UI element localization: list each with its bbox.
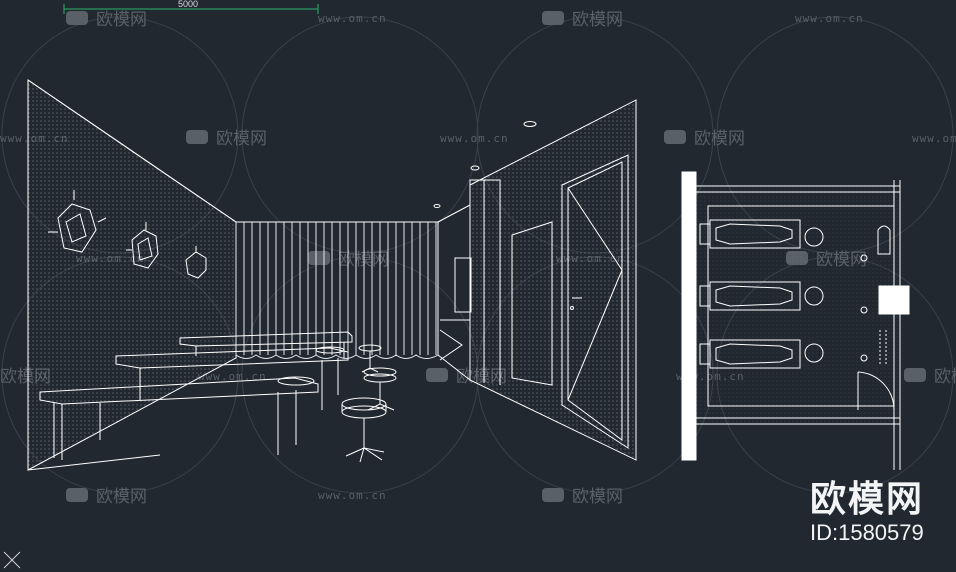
watermark-logo-1: 欧模网 <box>66 10 147 30</box>
door <box>561 154 629 449</box>
watermark-logo-2: 欧模网 <box>542 10 623 30</box>
watermark-brand: 欧模网 <box>216 129 267 149</box>
watermark-brand: 欧模网 <box>934 367 956 387</box>
plan-bed-1 <box>699 219 824 249</box>
wall-sconce-3 <box>185 246 207 279</box>
watermark-brand: 欧模网 <box>694 129 745 149</box>
plan-door-swing <box>857 371 895 411</box>
watermark-logo-10: 欧模网 <box>542 487 623 507</box>
right-wall-texture <box>469 99 637 461</box>
watermark-url: www.om.cn <box>912 132 956 145</box>
dimension-line: 5000 <box>63 0 319 14</box>
floor-plan <box>681 171 910 470</box>
watermark-brand: 欧模网 <box>572 10 623 30</box>
massage-bed-middle <box>115 346 349 410</box>
watermark-url: www.om.cn <box>795 12 864 25</box>
watermark-brand: 欧模网 <box>572 487 623 507</box>
watermark-url: www.om.cn <box>440 132 509 145</box>
massage-bed-front <box>39 376 319 460</box>
brand-name: 欧模网 <box>809 479 924 520</box>
watermark-logo-3: 欧模网 <box>186 129 267 149</box>
plan-bed-2 <box>699 281 824 311</box>
watermark-url: www.om.cn <box>318 12 387 25</box>
stool-back <box>358 344 382 373</box>
dimension-label: 5000 <box>178 0 198 9</box>
wall-sconce-1 <box>48 190 107 253</box>
brand-badge: 欧模网 ID:1580579 <box>810 480 924 546</box>
plan-column <box>878 285 910 315</box>
watermark-url: www.om.cn <box>198 370 267 383</box>
massage-bed-back <box>179 331 353 358</box>
plan-bed-3 <box>699 339 824 369</box>
plan-left-wall <box>681 171 697 461</box>
stool-middle <box>363 367 397 411</box>
watermark-logo-8: 欧模网 <box>904 367 956 387</box>
wall-sconce-2 <box>126 222 159 269</box>
watermark-logo-4: 欧模网 <box>664 129 745 149</box>
watermark-brand: 欧模网 <box>96 487 147 507</box>
watermark-brand: 欧模网 <box>96 10 147 30</box>
watermark-url: www.om.cn <box>318 489 387 502</box>
watermark-logo-9: 欧模网 <box>66 487 147 507</box>
stool-front <box>341 397 387 463</box>
ucs-axis-icon <box>3 551 21 569</box>
brand-id: ID:1580579 <box>809 520 924 545</box>
perspective-view <box>27 79 637 471</box>
back-wall-curtain <box>235 222 439 359</box>
